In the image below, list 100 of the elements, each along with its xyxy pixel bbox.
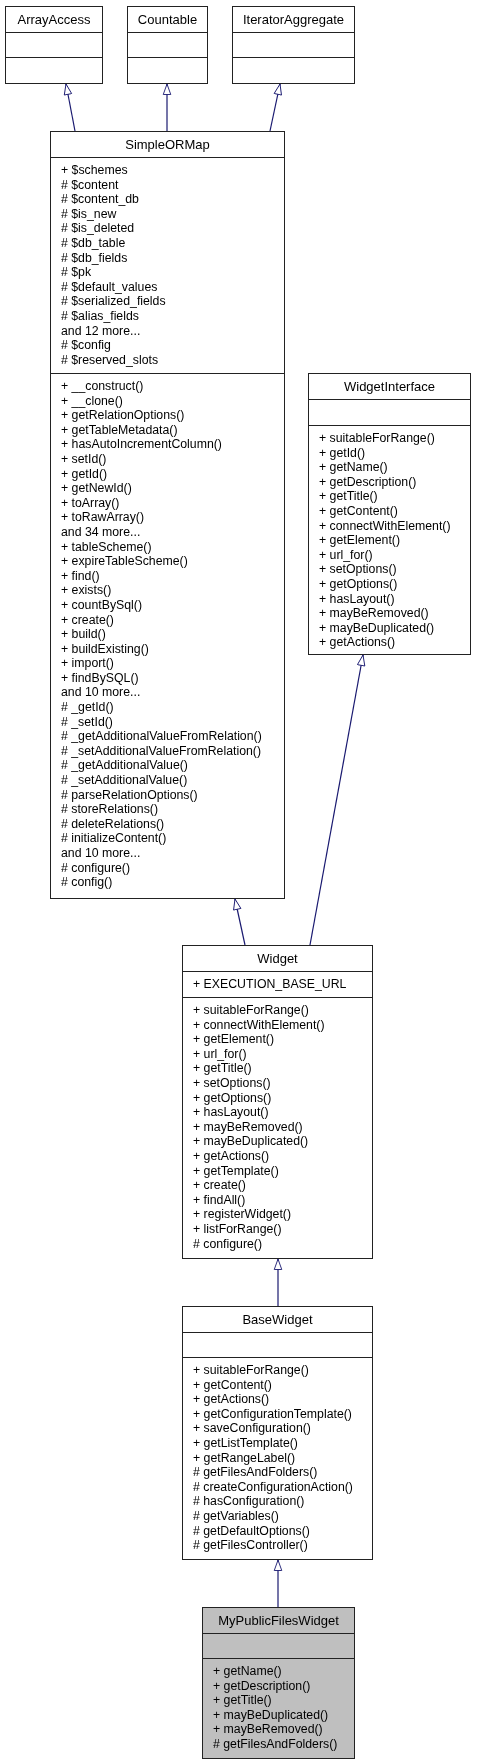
member-text: + url_for() bbox=[193, 1046, 247, 1062]
member-text: + getTitle() bbox=[319, 489, 378, 504]
member-text: # $is_new bbox=[61, 206, 117, 222]
member-text: + buildExisting() bbox=[61, 641, 149, 657]
member-text: + getDescription() bbox=[213, 1678, 311, 1694]
member-text: and 34 more... bbox=[61, 524, 141, 540]
member-text: + getElement() bbox=[319, 533, 400, 548]
member-text: + hasAutoIncrementColumn() bbox=[61, 437, 222, 452]
member-text: + getActions() bbox=[319, 635, 396, 650]
member-text: # getVariables() bbox=[193, 1508, 279, 1524]
member-text: # $is_deleted bbox=[61, 221, 135, 236]
member-text: # $db_table bbox=[61, 235, 126, 251]
member-text: + suitableForRange() bbox=[193, 1003, 309, 1018]
inheritance-arrow bbox=[273, 1258, 283, 1307]
member-text: + setId() bbox=[61, 451, 107, 467]
member-text: + getContent() bbox=[193, 1377, 272, 1393]
class-name: WidgetInterface bbox=[343, 379, 435, 394]
member-text: # getFilesController() bbox=[193, 1538, 308, 1553]
member-text: # config() bbox=[61, 875, 113, 890]
member-text: # _setAdditionalValueFromRelation() bbox=[61, 743, 262, 759]
class-name: Widget bbox=[257, 951, 298, 966]
member-text: + mayBeRemoved() bbox=[213, 1722, 323, 1737]
member-text: + countBySql() bbox=[61, 597, 142, 613]
member-text: + toArray() bbox=[61, 495, 120, 511]
member-text: + mayBeRemoved() bbox=[193, 1119, 303, 1135]
member-text: + setOptions() bbox=[193, 1075, 271, 1091]
member-text: + getNewId() bbox=[61, 481, 132, 496]
member-text: + hasLayout() bbox=[193, 1105, 269, 1120]
member-text: # initializeContent() bbox=[61, 831, 167, 846]
member-text: + EXECUTION_BASE_URL bbox=[193, 977, 347, 992]
member-text: + __construct() bbox=[61, 379, 144, 394]
class-name: IteratorAggregate bbox=[242, 12, 345, 27]
member-text: + getActions() bbox=[193, 1392, 270, 1407]
member-text: + getActions() bbox=[193, 1148, 270, 1164]
member-text: + getContent() bbox=[319, 503, 398, 519]
member-text: + create() bbox=[193, 1178, 246, 1193]
class-name: SimpleORMap bbox=[125, 137, 210, 152]
member-text: # storeRelations() bbox=[61, 802, 159, 817]
member-text: + build() bbox=[61, 627, 106, 642]
member-text: and 10 more... bbox=[61, 846, 141, 861]
member-text: # getDefaultOptions() bbox=[193, 1523, 310, 1539]
member-text: + hasLayout() bbox=[319, 591, 395, 607]
inheritance-arrow bbox=[233, 898, 246, 946]
member-text: # $alias_fields bbox=[61, 308, 139, 324]
member-text: and 12 more... bbox=[61, 323, 141, 339]
member-text: # $db_fields bbox=[61, 250, 128, 266]
class-box bbox=[232, 6, 355, 84]
member-text: # $default_values bbox=[61, 279, 158, 295]
member-text: + mayBeDuplicated() bbox=[193, 1134, 309, 1149]
class-name: BaseWidget bbox=[242, 1312, 313, 1327]
class-box bbox=[308, 373, 471, 655]
member-text: + getElement() bbox=[193, 1032, 274, 1047]
member-text: # getFilesAndFolders() bbox=[213, 1736, 338, 1752]
member-text: # hasConfiguration() bbox=[193, 1494, 305, 1509]
member-text: + getName() bbox=[319, 460, 388, 475]
class-box bbox=[202, 1607, 355, 1759]
member-text: + getListTemplate() bbox=[193, 1435, 298, 1451]
member-text: # _getAdditionalValueFromRelation() bbox=[61, 729, 262, 744]
member-text: + import() bbox=[61, 656, 114, 671]
member-text: + find() bbox=[61, 568, 100, 584]
inheritance-arrow bbox=[162, 83, 172, 132]
member-text: # configure() bbox=[193, 1236, 263, 1252]
member-text: + getId() bbox=[319, 445, 366, 461]
inheritance-arrow bbox=[309, 654, 366, 946]
member-text: + getRelationOptions() bbox=[61, 408, 185, 423]
member-text: # $reserved_slots bbox=[61, 352, 159, 368]
member-text: # parseRelationOptions() bbox=[61, 787, 198, 803]
member-text: + getRangeLabel() bbox=[193, 1450, 296, 1466]
member-text: + url_for() bbox=[319, 547, 373, 563]
member-text: # $config bbox=[61, 338, 111, 353]
inheritance-arrow bbox=[63, 83, 76, 132]
class-name: Countable bbox=[137, 12, 198, 27]
member-text: # _getAdditionalValue() bbox=[61, 758, 188, 774]
member-text: + mayBeDuplicated() bbox=[319, 620, 435, 636]
class-name: MyPublicFilesWidget bbox=[218, 1613, 339, 1628]
member-text: + getOptions() bbox=[193, 1090, 272, 1106]
member-text: + create() bbox=[61, 612, 114, 628]
member-text: + getTitle() bbox=[193, 1061, 252, 1076]
member-text: # $content_db bbox=[61, 192, 139, 207]
member-text: + getTemplate() bbox=[193, 1163, 279, 1179]
class-box bbox=[50, 131, 285, 899]
member-text: + suitableForRange() bbox=[193, 1363, 309, 1378]
member-text: # configure() bbox=[61, 860, 131, 876]
member-text: + getOptions() bbox=[319, 576, 398, 592]
member-text: # $serialized_fields bbox=[61, 294, 166, 309]
member-text: + mayBeDuplicated() bbox=[213, 1707, 329, 1723]
class-box bbox=[182, 1306, 373, 1560]
member-text: + listForRange() bbox=[193, 1221, 282, 1237]
member-text: + setOptions() bbox=[319, 562, 397, 577]
member-text: + connectWithElement() bbox=[193, 1017, 325, 1033]
member-text: + expireTableScheme() bbox=[61, 554, 188, 569]
member-text: + registerWidget() bbox=[193, 1207, 292, 1222]
class-box bbox=[127, 6, 208, 84]
inheritance-arrow bbox=[273, 1559, 283, 1608]
member-text: + exists() bbox=[61, 583, 112, 598]
member-text: + suitableForRange() bbox=[319, 431, 435, 446]
member-text: + getConfigurationTemplate() bbox=[193, 1406, 352, 1422]
member-text: # getFilesAndFolders() bbox=[193, 1465, 318, 1480]
member-text: # $content bbox=[61, 177, 119, 193]
member-text: + connectWithElement() bbox=[319, 518, 451, 534]
